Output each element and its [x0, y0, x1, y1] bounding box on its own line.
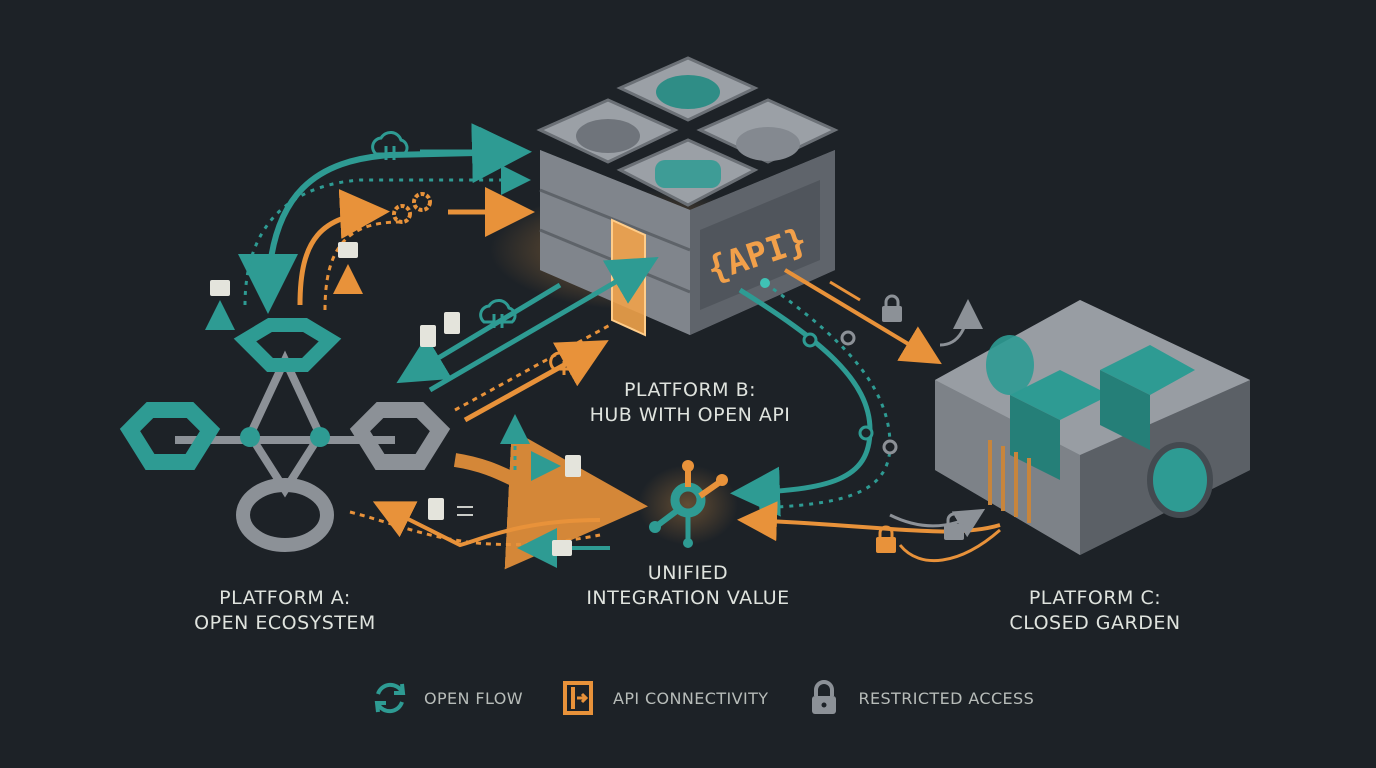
legend-label: API CONNECTIVITY: [612, 688, 769, 708]
document-icon: [210, 242, 581, 556]
lock-icon: [882, 294, 902, 322]
flow-lines: [205, 123, 1001, 570]
api-door-icon: [562, 681, 593, 715]
unified-value-title: UNIFIED: [647, 562, 729, 584]
platform-c-title: PLATFORM C:: [1028, 587, 1162, 609]
cloud-sync-icon: [371, 131, 409, 160]
platform-b-subtitle: HUB WITH OPEN API: [589, 404, 791, 426]
platform-a-network: [119, 318, 451, 552]
swap-arrows-icon: [457, 506, 473, 516]
unified-value-subtitle: INTEGRATION VALUE: [586, 587, 790, 609]
platform-a-subtitle: OPEN ECOSYSTEM: [194, 612, 376, 634]
lock-icon: [812, 680, 837, 714]
platform-a-title: PLATFORM A:: [219, 587, 351, 609]
gears-icon: [392, 192, 432, 224]
legend: OPEN FLOW API CONNECTIVITY RESTRICTED AC…: [370, 678, 1034, 718]
platform-b-title: PLATFORM B:: [623, 379, 757, 401]
unified-value-label: UNIFIED INTEGRATION VALUE: [568, 561, 808, 611]
platform-c-garden: [935, 300, 1250, 555]
unified-value-node: [638, 460, 738, 548]
legend-item-restricted-access: RESTRICTED ACCESS: [804, 678, 1034, 718]
platform-c-subtitle: CLOSED GARDEN: [1009, 612, 1181, 634]
cloud-sync-icon: [549, 346, 587, 375]
cloud-sync-icon: [479, 299, 517, 328]
legend-item-open-flow: OPEN FLOW: [370, 678, 523, 718]
lock-icon: [944, 512, 964, 540]
platform-a-label: PLATFORM A: OPEN ECOSYSTEM: [180, 586, 390, 636]
legend-label: RESTRICTED ACCESS: [858, 688, 1035, 708]
legend-item-api-connectivity: API CONNECTIVITY: [559, 678, 769, 718]
platform-c-label: PLATFORM C: CLOSED GARDEN: [990, 586, 1200, 636]
legend-label: OPEN FLOW: [424, 688, 523, 708]
lock-icon: [876, 525, 896, 553]
refresh-cycle-icon: [374, 682, 406, 714]
platform-b-label: PLATFORM B: HUB WITH OPEN API: [570, 378, 810, 428]
